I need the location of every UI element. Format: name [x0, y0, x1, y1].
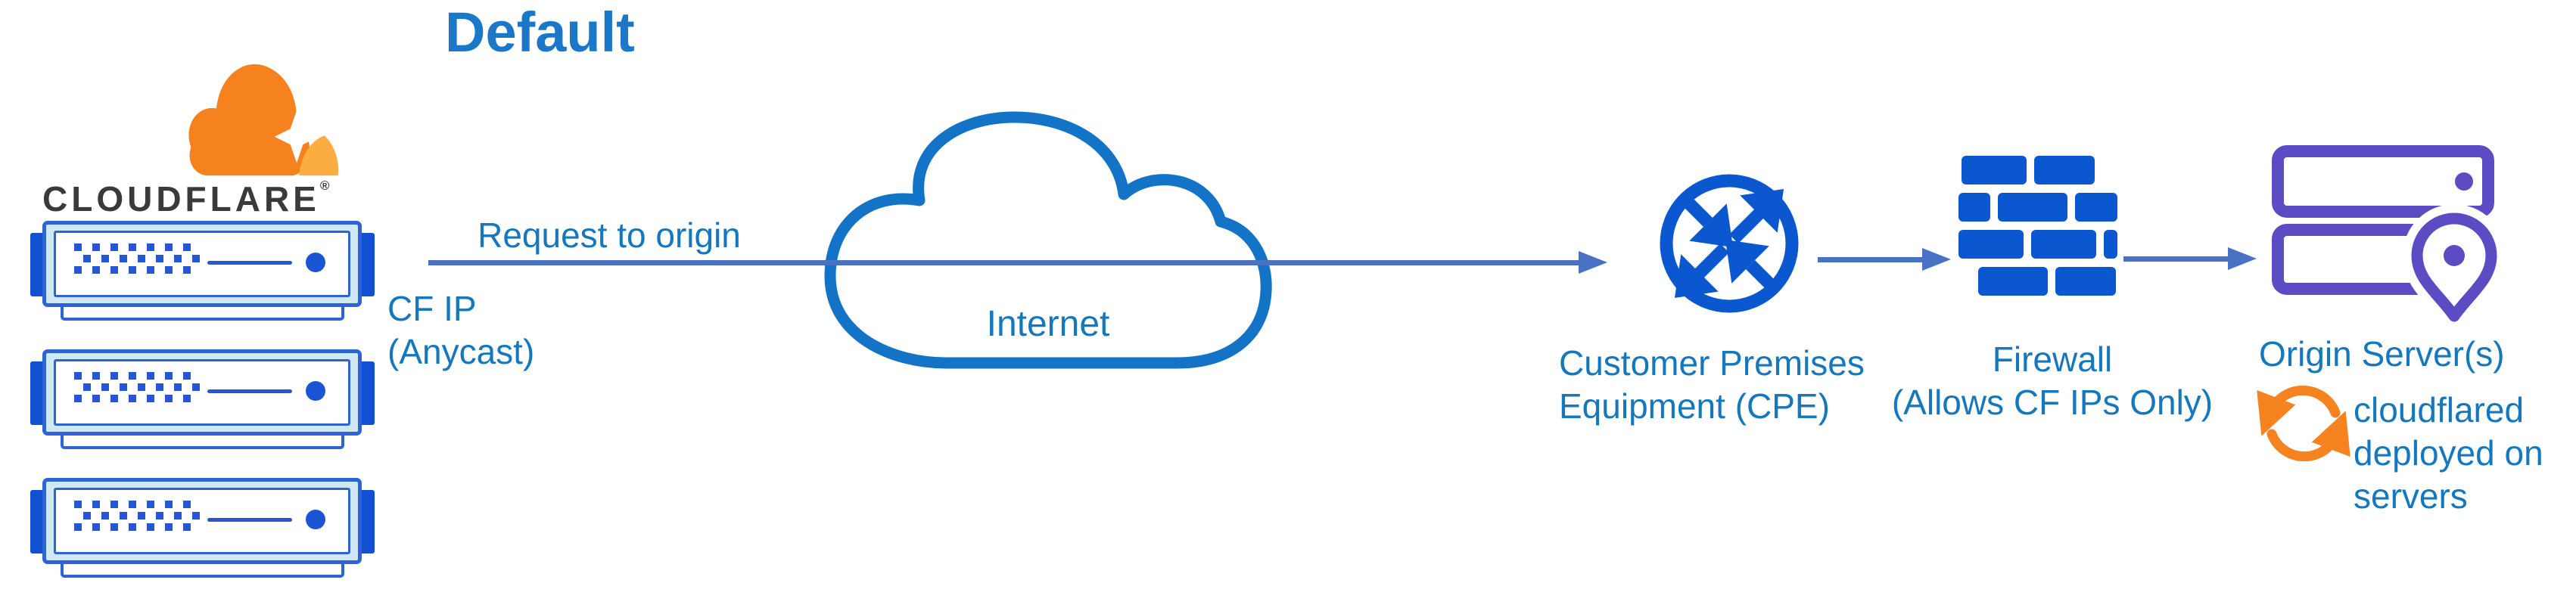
server-panel — [54, 231, 350, 297]
registered-trademark: ® — [319, 178, 330, 193]
cpe-label: Customer Premises Equipment (CPE) — [1559, 342, 1865, 428]
cf-ip-line2: (Anycast) — [387, 332, 535, 371]
server-dot-matrix — [74, 372, 200, 406]
server-slot-line — [207, 389, 292, 393]
server-led — [306, 510, 325, 529]
cloudflared-note: cloudflared deployed on servers — [2354, 390, 2543, 516]
firewall-label-line2: (Allows CF IPs Only) — [1891, 383, 2214, 422]
firewall-label-line1: Firewall — [1992, 340, 2113, 379]
server-right-tab — [358, 361, 375, 425]
cloudflare-cloud-icon — [188, 64, 339, 176]
cpe-to-firewall-arrowhead-icon — [1922, 248, 1951, 271]
server-panel — [54, 488, 350, 554]
server-dot-matrix — [74, 501, 200, 535]
cloudflare-server-icon — [30, 221, 375, 321]
cloudflare-wordmark: CLOUDFLARE® — [42, 178, 360, 219]
internet-label: Internet — [986, 304, 1110, 344]
server-led — [306, 253, 325, 272]
page-title: Default — [445, 1, 635, 64]
cf-ip-label: CF IP (Anycast) — [387, 287, 534, 374]
location-pin-icon — [2403, 204, 2506, 330]
cloudflare-server-icon — [30, 349, 375, 449]
internet-cloud-icon — [824, 111, 1272, 369]
sync-arrows-icon — [2257, 385, 2350, 462]
edge-to-cpe-arrowhead-icon — [1579, 251, 1607, 274]
server-right-tab — [358, 490, 375, 554]
server-dot-matrix — [74, 243, 200, 278]
server-slot-line — [207, 518, 292, 522]
firewall-brick-icon — [1958, 156, 2117, 296]
cloudflare-wordmark-text: CLOUDFLARE — [42, 179, 320, 219]
server-led — [306, 381, 325, 401]
cpe-label-line1: Customer Premises — [1559, 343, 1865, 383]
cpe-router-icon — [1660, 174, 1799, 313]
cf-ip-line1: CF IP — [387, 289, 477, 328]
cloudflare-server-icon — [30, 478, 375, 578]
origin-server-icon — [2272, 145, 2506, 330]
cpe-to-firewall-connector — [1818, 257, 1922, 262]
server-body — [42, 478, 362, 564]
server-slot-line — [207, 261, 292, 265]
firewall-label: Firewall (Allows CF IPs Only) — [1882, 338, 2223, 424]
request-to-origin-label: Request to origin — [478, 216, 741, 255]
server-panel — [54, 359, 350, 426]
edge-to-cpe-connector — [428, 260, 1579, 265]
server-right-tab — [358, 233, 375, 296]
cpe-label-line2: Equipment (CPE) — [1559, 386, 1830, 426]
firewall-to-origin-connector — [2123, 256, 2228, 262]
origin-server-label: Origin Server(s) — [2259, 334, 2505, 374]
firewall-to-origin-arrowhead-icon — [2228, 247, 2257, 270]
server-body — [42, 349, 362, 436]
server-body — [42, 221, 362, 307]
